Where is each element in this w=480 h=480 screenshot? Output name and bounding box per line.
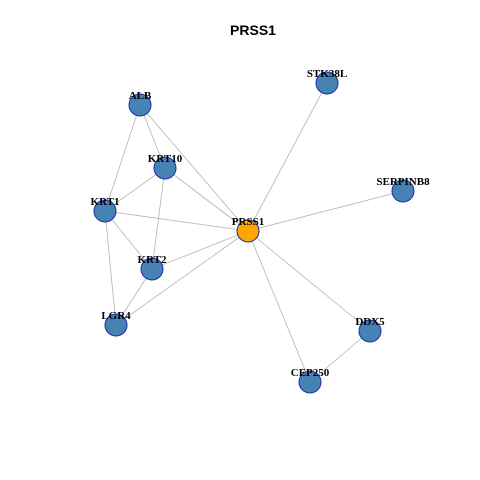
node-stk38l — [315, 71, 339, 95]
edge-prss1-krt2 — [151, 230, 249, 270]
diagram-title: PRSS1 — [230, 22, 276, 38]
edge-krt1-krt2 — [104, 210, 153, 270]
edge-prss1-stk38l — [247, 82, 328, 232]
node-lgr4 — [104, 313, 128, 337]
node-label-krt2: KRT2 — [138, 254, 167, 266]
edge-prss1-krt1 — [104, 210, 249, 232]
node-label-prss1: PRSS1 — [232, 216, 264, 228]
edge-prss1-cep250 — [247, 230, 311, 383]
node-label-cep250: CEP250 — [291, 367, 330, 379]
edge-alb-krt1 — [104, 104, 141, 212]
node-prss1 — [236, 219, 260, 243]
node-label-krt1: KRT1 — [91, 196, 120, 208]
node-label-stk38l: STK38L — [307, 68, 347, 80]
node-label-alb: ALB — [129, 90, 152, 102]
edge-prss1-lgr4 — [115, 230, 249, 326]
node-krt2 — [140, 257, 164, 281]
edge-prss1-krt10 — [164, 167, 249, 232]
edge-krt10-krt1 — [104, 167, 166, 212]
nodes-layer — [93, 71, 415, 394]
node-label-serpinb8: SERPINB8 — [376, 176, 430, 188]
edge-prss1-ddx5 — [247, 230, 371, 332]
node-alb — [128, 93, 152, 117]
edge-ddx5-cep250 — [309, 330, 371, 383]
node-label-lgr4: LGR4 — [101, 310, 131, 322]
node-ddx5 — [358, 319, 382, 343]
edge-prss1-serpinb8 — [247, 190, 404, 232]
node-cep250 — [298, 370, 322, 394]
node-label-krt10: KRT10 — [148, 153, 183, 165]
edges-layer — [104, 82, 404, 383]
node-serpinb8 — [391, 179, 415, 203]
edge-prss1-alb — [139, 104, 249, 232]
node-krt1 — [93, 199, 117, 223]
edge-krt10-krt2 — [151, 167, 166, 270]
edge-krt1-lgr4 — [104, 210, 117, 326]
node-label-ddx5: DDX5 — [355, 316, 385, 328]
node-krt10 — [153, 156, 177, 180]
